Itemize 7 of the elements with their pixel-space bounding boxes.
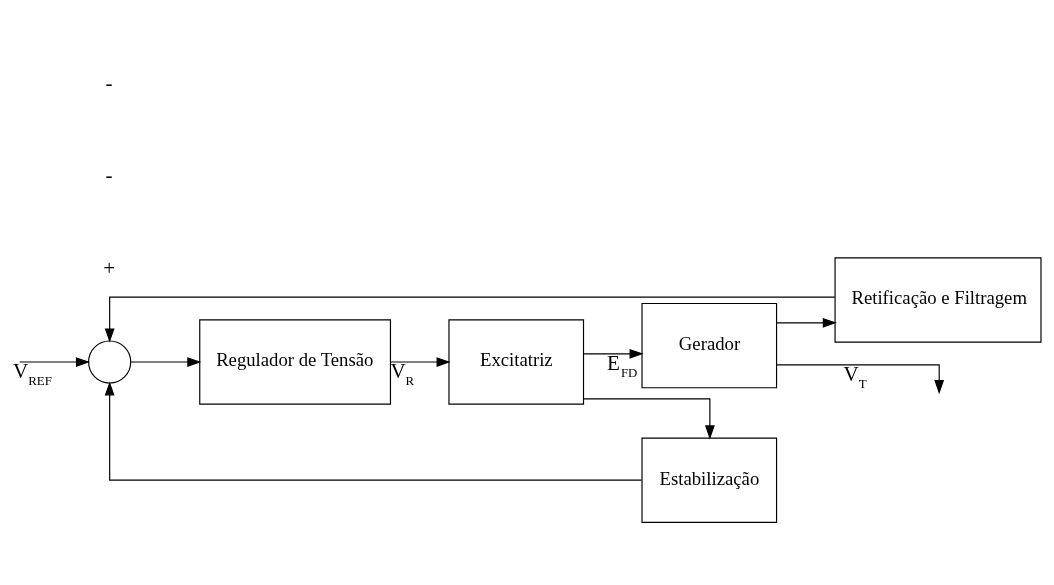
edge-label: V$_{REF}$ [13,358,52,388]
edge-label: V$_{T}$ [843,361,867,391]
label: - [105,70,113,95]
label: - [105,162,113,187]
edge-label: V$_{R}$ [390,358,415,388]
label: + [103,255,116,280]
edge-label: E$_{FD}$ [606,350,638,380]
